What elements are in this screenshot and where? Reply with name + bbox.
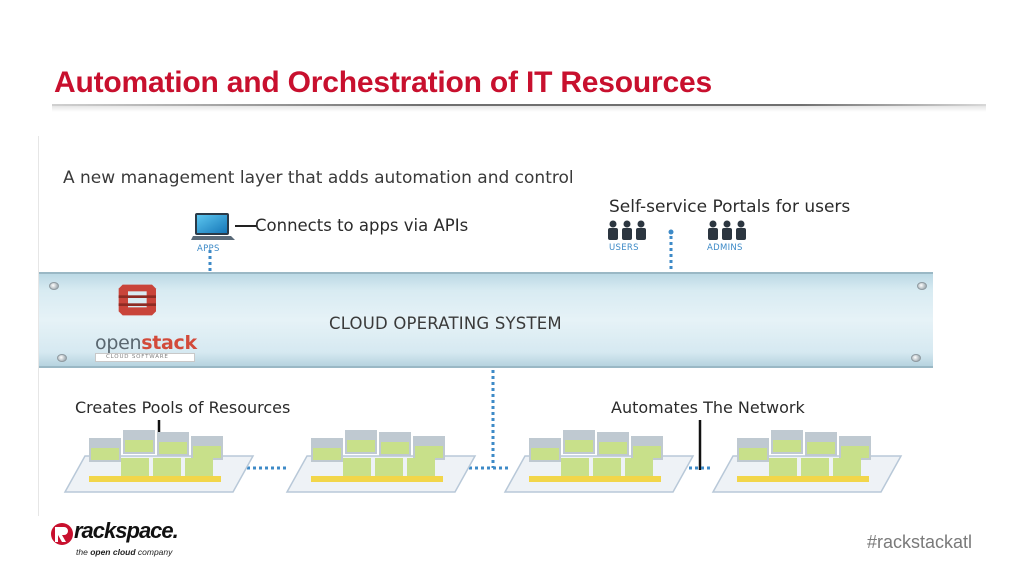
portals-label: Self-service Portals for users (609, 197, 851, 217)
screw-icon (57, 354, 67, 362)
rackspace-tagline: the open cloud company (76, 547, 172, 557)
screw-icon (49, 282, 59, 290)
cloud-os-band (39, 272, 933, 368)
server-pool-icon (711, 430, 903, 493)
apps-pointer-line (235, 225, 257, 227)
admins-caption: ADMINS (707, 243, 743, 253)
title-divider-shadow (52, 106, 986, 112)
event-hashtag: #rackstackatl (866, 532, 972, 552)
diagram-headline: A new management layer that adds automat… (63, 168, 574, 188)
portals-connector-line (669, 236, 673, 274)
network-label: Automates The Network (611, 398, 805, 417)
openstack-logo-icon (118, 284, 156, 316)
tagline-pre: the (76, 547, 91, 557)
architecture-diagram: A new management layer that adds automat… (38, 136, 933, 516)
network-pointer-line (698, 420, 702, 470)
pool-link-line (247, 466, 287, 470)
users-caption: USERS (609, 243, 639, 253)
server-pool-icon (63, 430, 255, 493)
admins-icon (708, 220, 746, 240)
pool-link-line (689, 466, 713, 470)
apps-connector-line (208, 250, 212, 274)
screw-icon (911, 354, 921, 362)
users-icon (608, 220, 646, 240)
server-pool-icon (503, 430, 695, 493)
apps-caption: APPS (197, 244, 220, 254)
monitor-icon (191, 213, 235, 240)
title-divider (52, 104, 986, 106)
os-down-connector-line (491, 370, 495, 468)
tagline-bold: open cloud (90, 547, 136, 557)
slide-title: Automation and Orchestration of IT Resou… (54, 66, 712, 99)
apps-api-label: Connects to apps via APIs (255, 216, 469, 235)
cloud-os-label: CLOUD OPERATING SYSTEM (329, 314, 562, 333)
tagline-post: company (135, 547, 173, 557)
server-pool-icon (285, 430, 477, 493)
openstack-wordmark: openstack (95, 332, 197, 354)
screw-icon (917, 282, 927, 290)
portal-connector-dot (668, 229, 674, 235)
openstack-subtitle: CLOUD SOFTWARE (95, 353, 195, 362)
rackspace-logo: rackspace. the open cloud company (50, 518, 190, 562)
rackspace-wordmark: rackspace. (74, 518, 179, 543)
pools-label: Creates Pools of Resources (75, 398, 291, 417)
rackspace-mark-icon (51, 523, 73, 545)
openstack-word-stack: stack (141, 332, 197, 354)
pool-link-line (469, 466, 509, 470)
openstack-word-open: open (95, 332, 142, 354)
